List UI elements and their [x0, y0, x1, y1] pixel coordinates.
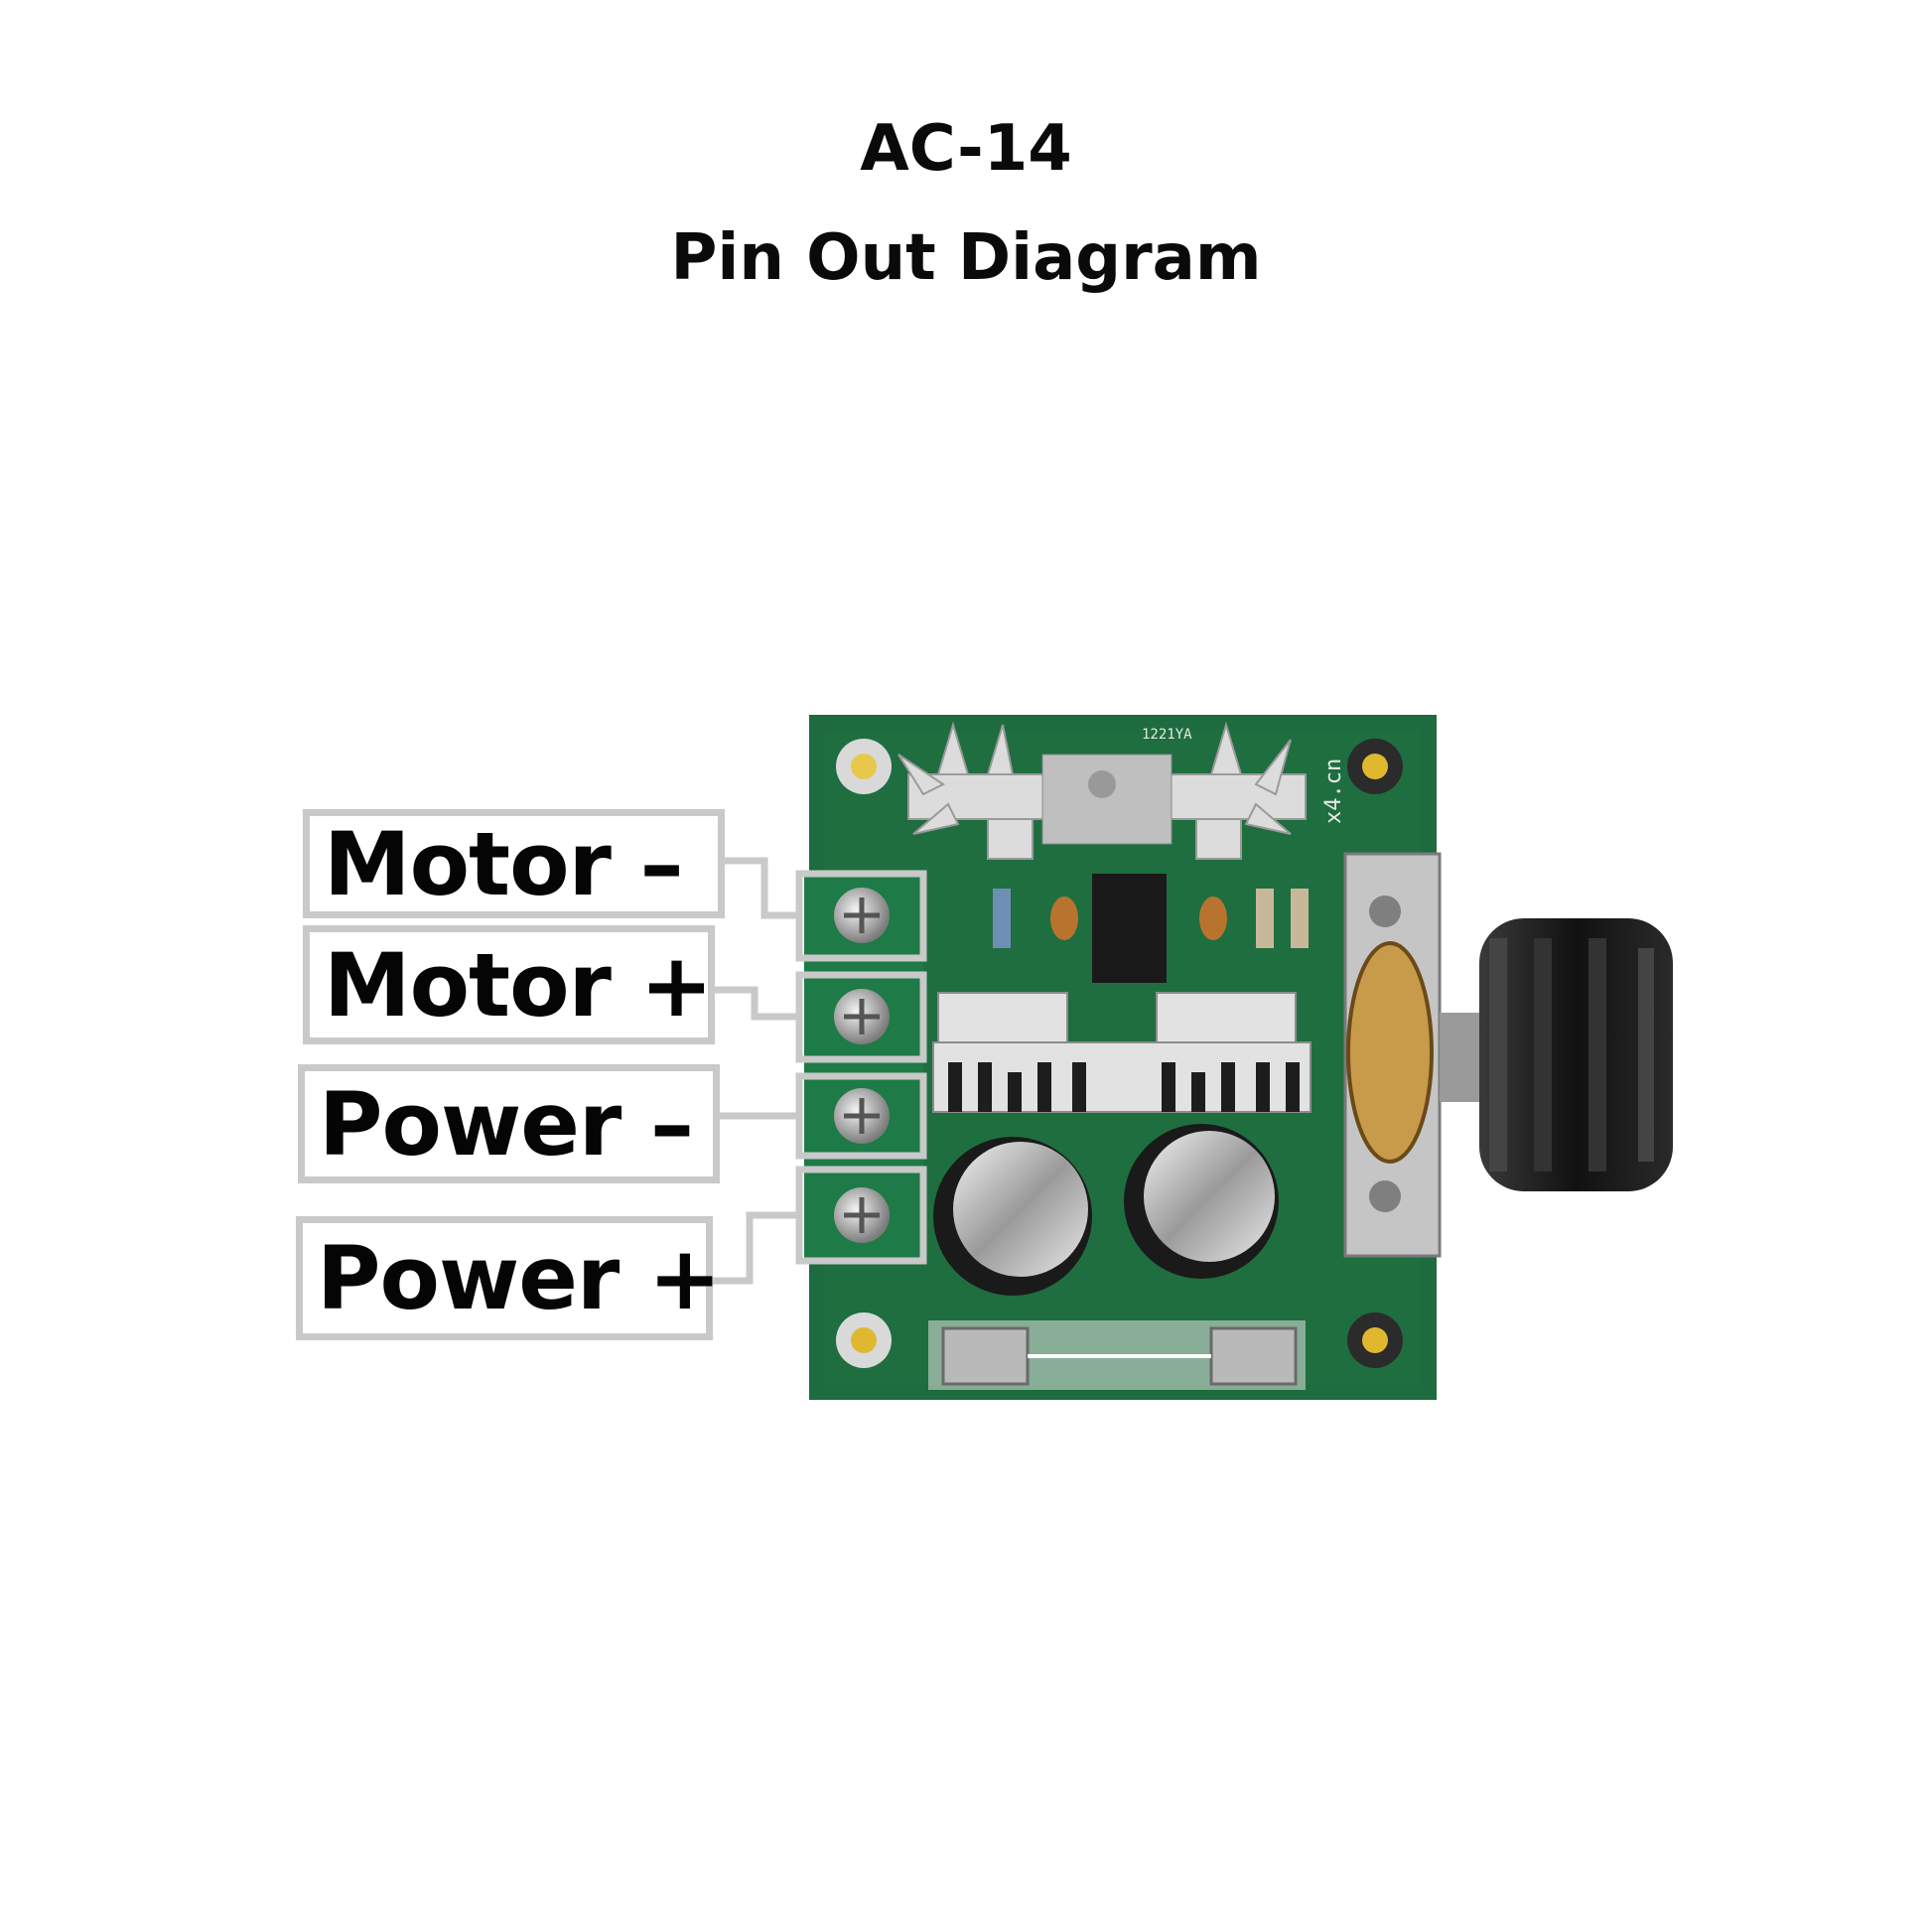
heatsink-middle — [932, 992, 1311, 1113]
mounting-hole-br — [1347, 1312, 1403, 1368]
leader-line-motor-minus — [720, 857, 799, 919]
leader-line-motor-plus — [707, 986, 799, 1021]
pin-label-motor-plus: Motor + — [303, 925, 715, 1044]
pin-label-text: Motor – — [324, 812, 684, 915]
potentiometer — [1343, 852, 1484, 1258]
small-components — [993, 889, 1309, 948]
pin-label-power-minus: Power – — [298, 1064, 720, 1183]
leader-line-power-plus — [707, 1211, 799, 1285]
pin-label-text: Power – — [319, 1072, 694, 1175]
title-block: AC-14 Pin Out Diagram — [0, 94, 1932, 313]
pin-label-text: Power + — [317, 1227, 722, 1329]
ic-chip — [1092, 874, 1167, 983]
pin-label-text: Motor + — [324, 933, 713, 1036]
terminal-screw-3 — [795, 1072, 927, 1160]
pin-label-power-plus: Power + — [296, 1216, 722, 1340]
mounting-hole-tl — [836, 739, 892, 794]
diagram-subtitle: Pin Out Diagram — [670, 221, 1262, 295]
capacitor-right — [1124, 1124, 1279, 1279]
fuse — [928, 1320, 1306, 1390]
knob-icon — [1479, 918, 1673, 1191]
capacitor-left — [933, 1137, 1092, 1296]
pin-label-motor-minus: Motor – — [303, 809, 725, 918]
mounting-hole-tr — [1347, 739, 1403, 794]
board-code-text: 1221YA — [1142, 727, 1192, 743]
model-title: AC-14 — [860, 112, 1072, 186]
mounting-hole-bl — [836, 1312, 892, 1368]
board-side-text: x4.cn — [1321, 759, 1346, 824]
leader-lines — [707, 857, 799, 1285]
